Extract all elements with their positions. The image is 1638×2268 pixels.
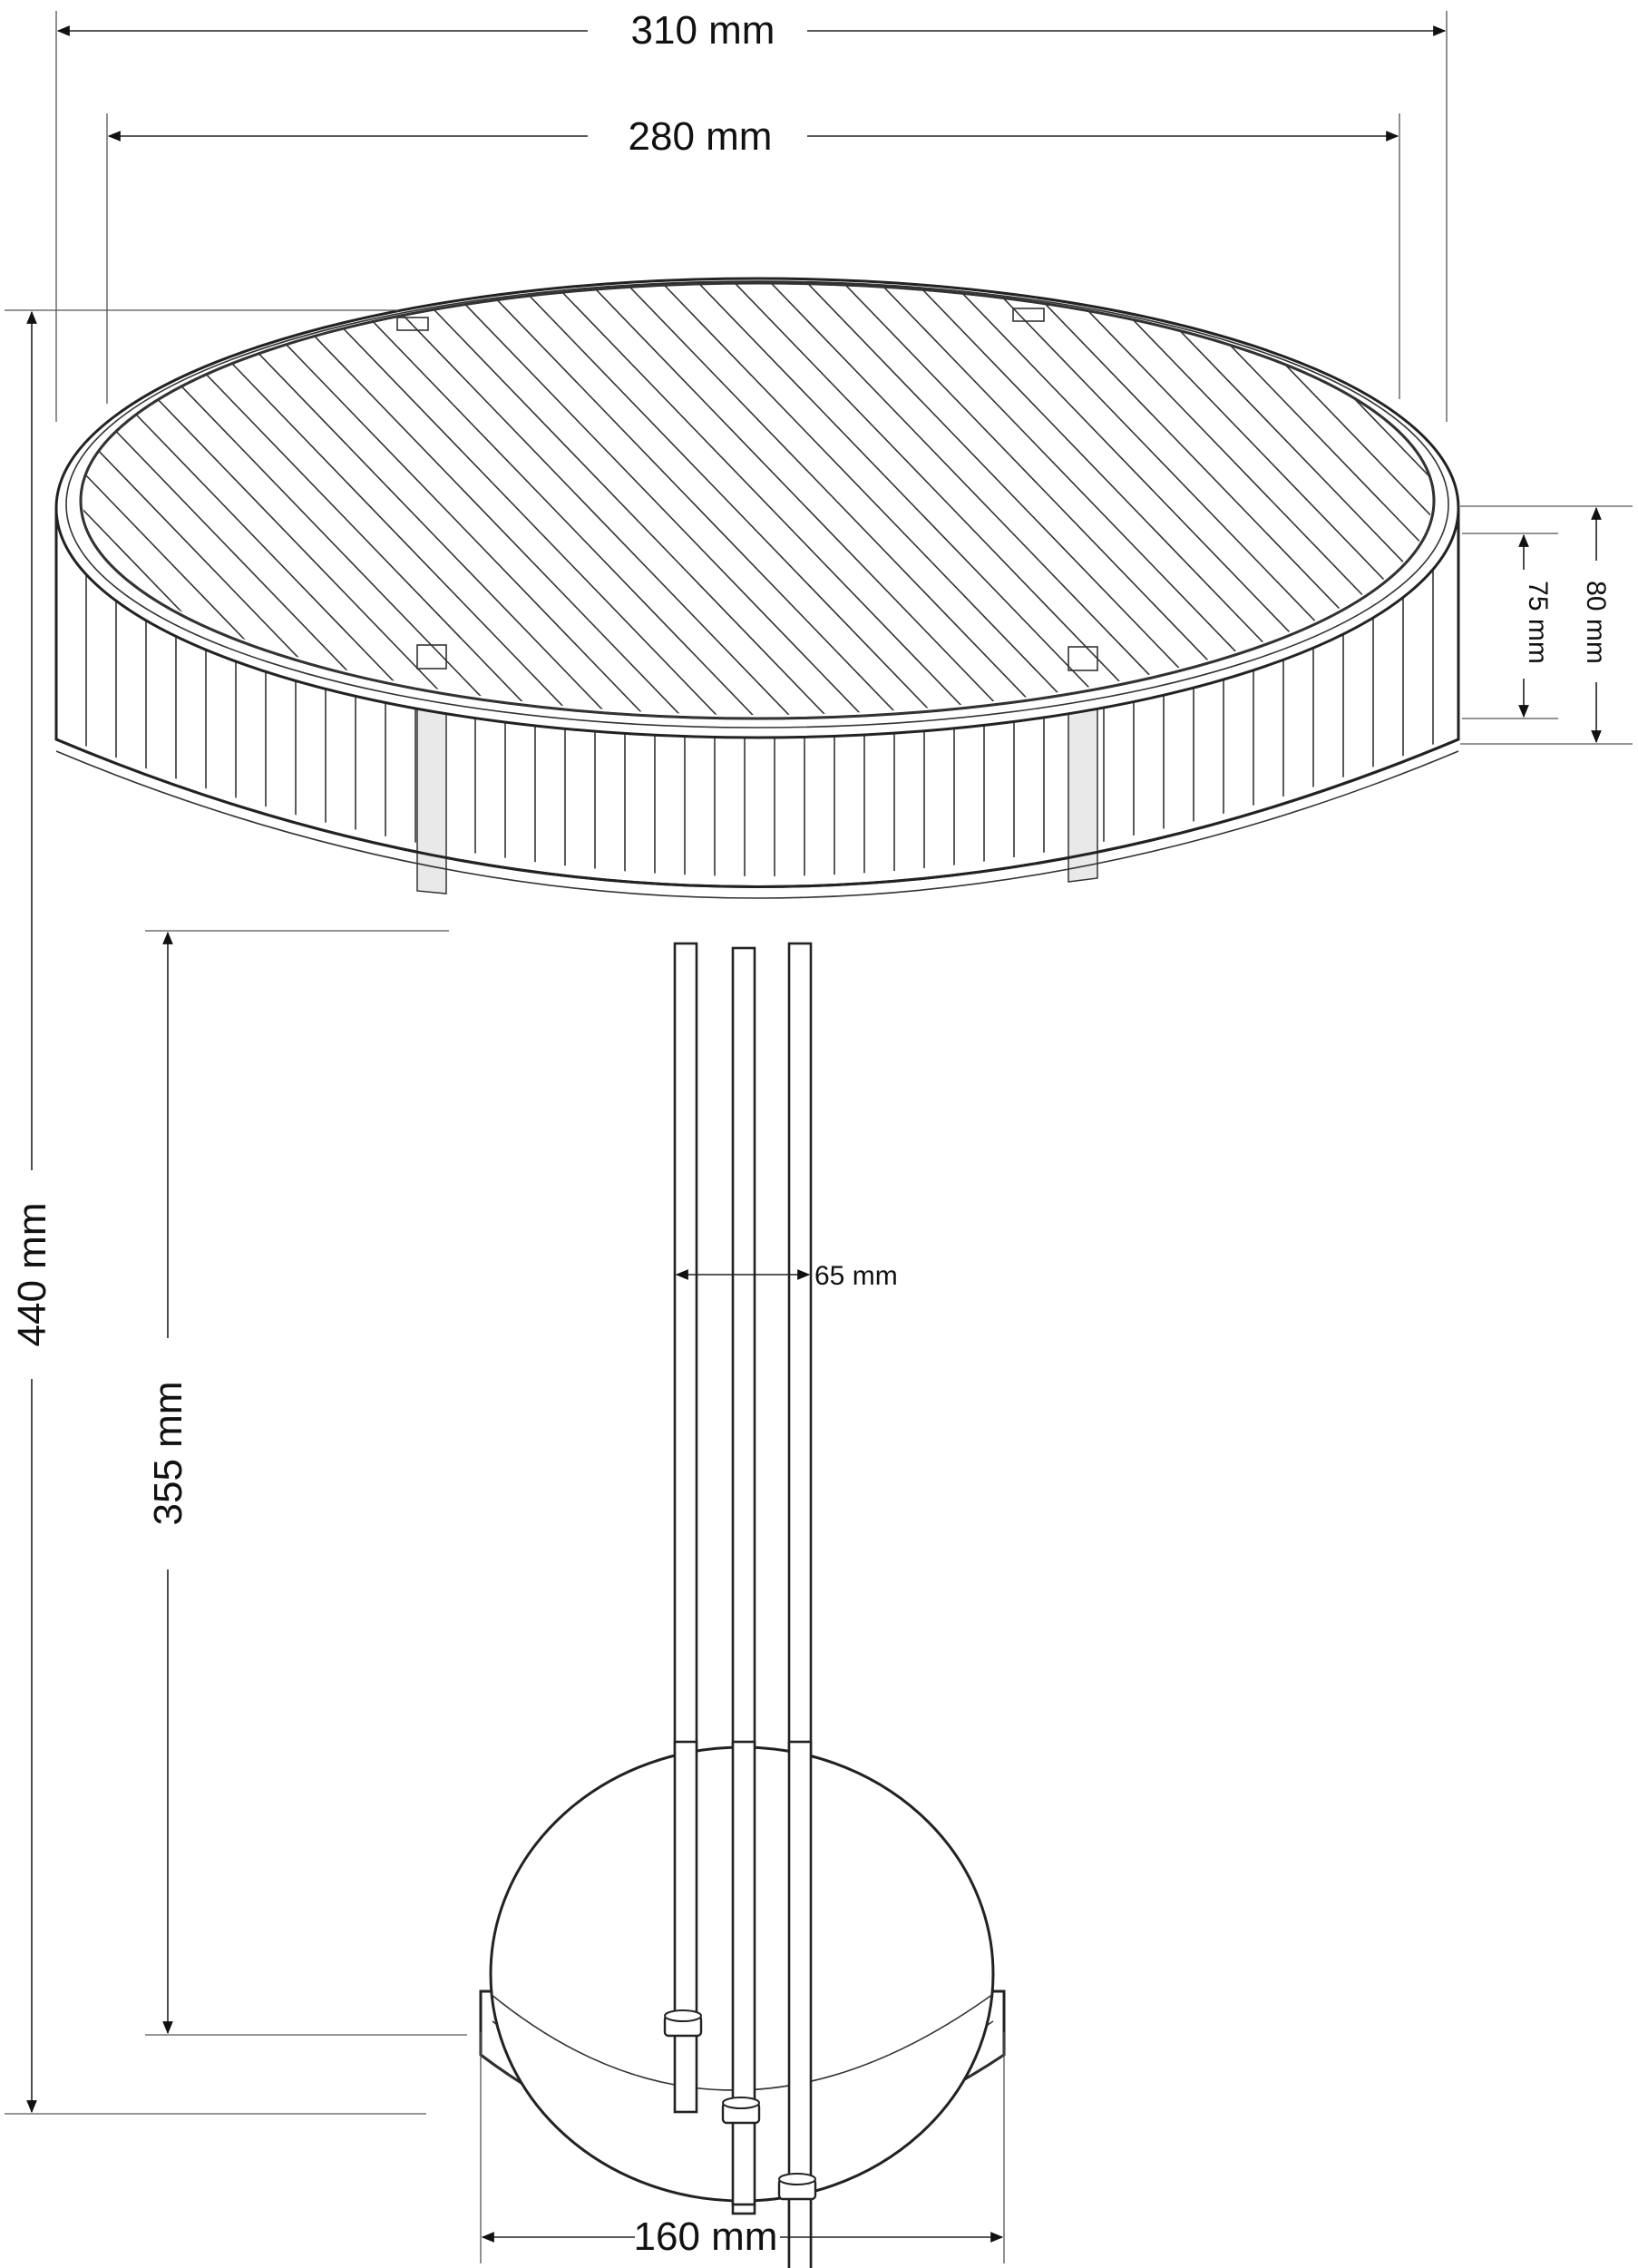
dimension-leg-spacing: 65 mm: [675, 1261, 898, 1291]
top-slat-line: [580, 283, 1089, 715]
top-slat-line: [471, 283, 980, 715]
top-slat-line: [289, 283, 799, 715]
top-slat-line: [326, 283, 835, 715]
top-slat-line: [543, 283, 1053, 715]
top-slat-line: [1451, 236, 1638, 762]
dimension-rim-height: 80 mm 75 mm: [1460, 505, 1633, 745]
table-base: [479, 1740, 1006, 2268]
label-leg-spacing: 65 mm: [814, 1261, 898, 1291]
top-slat-line: [1560, 236, 1638, 762]
top-slat-line: [398, 283, 908, 715]
top-slat-line: [688, 283, 1198, 715]
dimension-base-diameter: 160 mm: [480, 2032, 1005, 2263]
leg-feet: [663, 2009, 817, 2201]
top-slat-line: [1487, 236, 1638, 762]
top-slat-line: [1596, 236, 1638, 762]
top-slat-line: [362, 283, 872, 715]
top-slat-line: [507, 283, 1017, 715]
top-slat-line: [1524, 236, 1638, 762]
dimension-outer-diameter: 310 mm: [55, 8, 1448, 422]
top-slat-line: [616, 283, 1126, 715]
label-total-height: 440 mm: [10, 1203, 54, 1347]
rim-clip: [396, 317, 429, 331]
top-slat-line: [1633, 236, 1638, 762]
top-slat-line: [725, 283, 1234, 715]
top-slat-line: [83, 283, 473, 715]
top-slat-line: [434, 283, 944, 715]
dimension-total-height: 440 mm: [5, 309, 426, 2115]
label-base-diameter: 160 mm: [634, 2214, 778, 2259]
label-rim-height-outer: 80 mm: [1581, 581, 1611, 664]
tabletop-inner-rim: [79, 281, 1436, 720]
label-inner-diameter: 280 mm: [629, 114, 773, 159]
top-slat-line: [1051, 283, 1432, 715]
table-top: [54, 236, 1638, 899]
top-slat-line: [1015, 283, 1432, 715]
dimension-inner-diameter: 280 mm: [106, 113, 1400, 404]
label-outer-diameter: 310 mm: [631, 8, 775, 53]
label-leg-height: 355 mm: [146, 1382, 190, 1526]
top-slat-line: [652, 283, 1162, 715]
band-panel-left: [416, 689, 447, 894]
rim-clip: [1012, 308, 1045, 322]
label-rim-height-inner: 75 mm: [1523, 581, 1553, 664]
dimension-leg-height: 355 mm: [145, 930, 467, 2036]
